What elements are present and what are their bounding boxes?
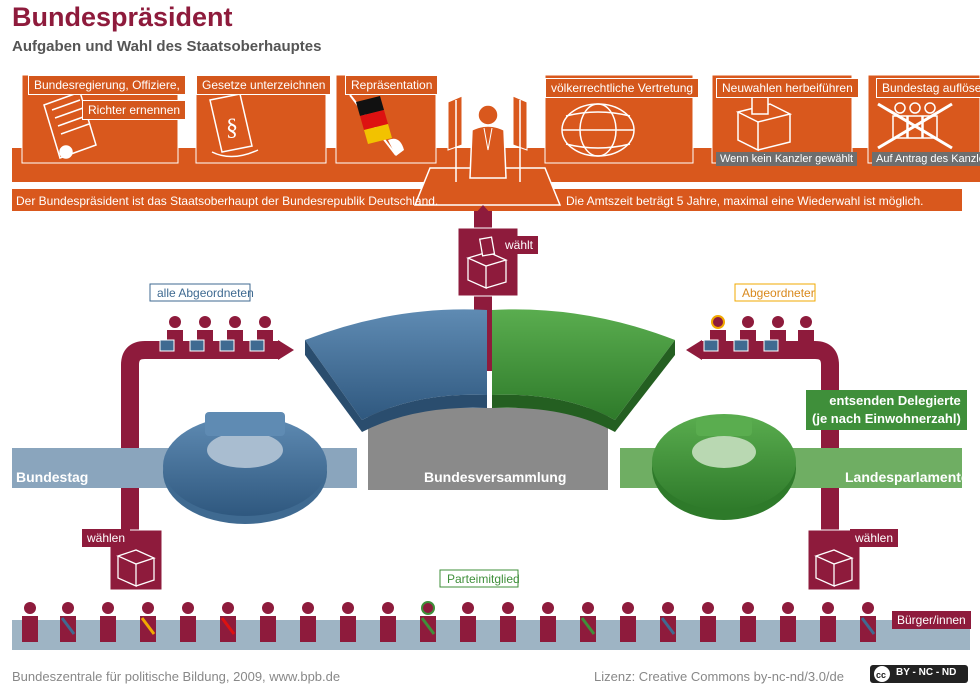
svg-text:§: § [226, 115, 238, 141]
ballot-box-right-icon [814, 549, 854, 588]
label-entsenden: entsenden Delegierte (je nach Einwohnerz… [806, 390, 967, 430]
strip-text-right: Die Amtszeit beträgt 5 Jahre, maximal ei… [566, 194, 924, 208]
footer-license: Lizenz: Creative Commons by-nc-nd/3.0/de [594, 669, 845, 684]
svg-text:cc: cc [876, 670, 886, 680]
task-label-ernennen-2: Richter ernennen [82, 100, 187, 120]
cc-badge-label: BY - NC - ND [896, 667, 957, 678]
label-abgeordneter: Abgeordneter [742, 286, 815, 300]
ballot-box-center-icon [466, 236, 508, 290]
label-waehlen-left: wählen [82, 529, 131, 547]
strip-text-left: Der Bundespräsident ist das Staatsoberha… [16, 194, 439, 208]
label-bundestag: Bundestag [16, 469, 89, 485]
label-alle-abgeordneten: alle Abgeordneten [157, 286, 254, 300]
label-entsenden-2: (je nach Einwohnerzahl) [812, 411, 961, 426]
landesparlament-chamber [652, 414, 796, 520]
citizens-band [12, 620, 970, 650]
law-paragraph-icon: § [209, 93, 259, 158]
german-flag-icon [349, 94, 404, 156]
page-subtitle: Aufgaben und Wahl des Staatsoberhauptes [12, 38, 322, 55]
task-label-neuwahlen: Neuwahlen herbeiführen [716, 78, 859, 98]
dissolve-people-icon [877, 102, 953, 150]
task-label-repraesentation: Repräsentation [345, 75, 439, 95]
page-title: Bundespräsident [12, 2, 233, 32]
footer-source: Bundeszentrale für politische Bildung, 2… [12, 669, 341, 684]
cc-badge [870, 665, 968, 683]
label-waehlt: wählt [500, 236, 539, 254]
task-label-aufloesen: Bundestag auflösen [876, 78, 980, 98]
ballot-box-left-icon [116, 549, 156, 588]
task-label-ernennen: Bundesregierung, Offiziere, [28, 75, 186, 95]
label-entsenden-1: entsenden Delegierte [829, 393, 961, 408]
label-landesparlamente: Landesparlamente [845, 469, 969, 485]
label-parteimitglied: Parteimitglied [447, 572, 520, 586]
task-label-unterzeichnen: Gesetze unterzeichnen [196, 75, 332, 95]
task-label-voelkerrecht: völkerrechtliche Vertretung [545, 78, 700, 98]
bundesversammlung-assembly [305, 309, 675, 490]
label-waehlen-right: wählen [850, 529, 899, 547]
task-sub-aufloesen: Auf Antrag des Kanzlers [872, 152, 980, 166]
label-buerger: Bürger/innen [892, 611, 971, 629]
deputies-left [159, 316, 273, 358]
ballot-box-icon [735, 95, 793, 152]
deputies-right [703, 315, 814, 358]
label-bundesversammlung: Bundesversammlung [424, 469, 567, 485]
task-sub-neuwahlen: Wenn kein Kanzler gewählt [716, 152, 858, 166]
document-seal-icon [43, 91, 97, 159]
bundestag-chamber [163, 412, 327, 524]
globe-icon [561, 103, 635, 157]
president-figure [413, 95, 562, 206]
